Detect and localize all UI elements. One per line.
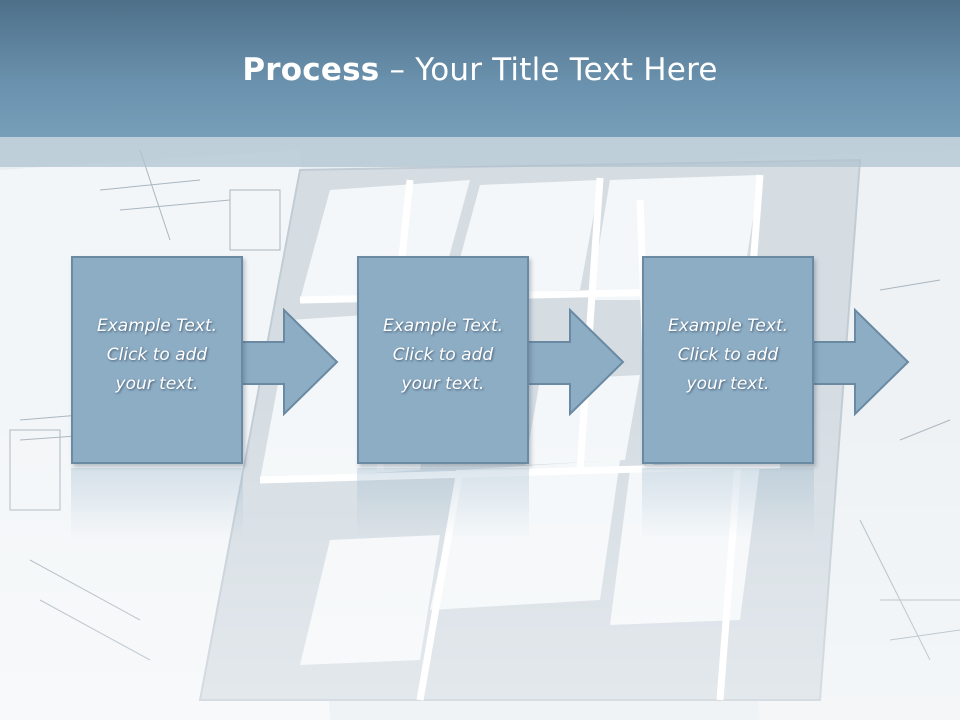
title-band-divider — [0, 137, 960, 167]
step-text-box[interactable] — [642, 256, 814, 464]
step-text-line-2: Click to add — [392, 345, 494, 365]
step-text-line-1: Example Text. — [382, 316, 504, 336]
right-arrow-icon — [240, 307, 339, 417]
step-text-line-3: your text. — [686, 374, 770, 394]
step-text-line-1: Example Text. — [667, 316, 789, 336]
step-text-line-1: Example Text. — [96, 316, 218, 336]
process-step-3[interactable]: Example Text. Click to add your text. — [642, 256, 914, 467]
right-arrow-icon — [526, 307, 625, 417]
step-text[interactable]: Example Text. Click to add your text. — [71, 312, 243, 399]
slide-title[interactable]: Process – Your Title Text Here — [0, 52, 960, 88]
step-text[interactable]: Example Text. Click to add your text. — [357, 312, 529, 399]
right-arrow-icon — [811, 307, 910, 417]
step-reflection — [642, 468, 814, 538]
process-step-2[interactable]: Example Text. Click to add your text. — [357, 256, 629, 467]
step-text-line-2: Click to add — [106, 345, 208, 365]
step-reflection — [357, 468, 529, 538]
step-text-box[interactable] — [357, 256, 529, 464]
step-text-line-2: Click to add — [677, 345, 779, 365]
step-text-line-3: your text. — [115, 374, 199, 394]
step-text-box[interactable] — [71, 256, 243, 464]
step-reflection — [71, 468, 243, 538]
process-step-1[interactable]: Example Text. Click to add your text. — [71, 256, 343, 467]
slide-title-bold: Process — [242, 52, 380, 88]
slide-title-rest: – Your Title Text Here — [379, 52, 718, 88]
step-text-line-3: your text. — [401, 374, 485, 394]
title-bar — [0, 0, 960, 137]
step-text[interactable]: Example Text. Click to add your text. — [642, 312, 814, 399]
